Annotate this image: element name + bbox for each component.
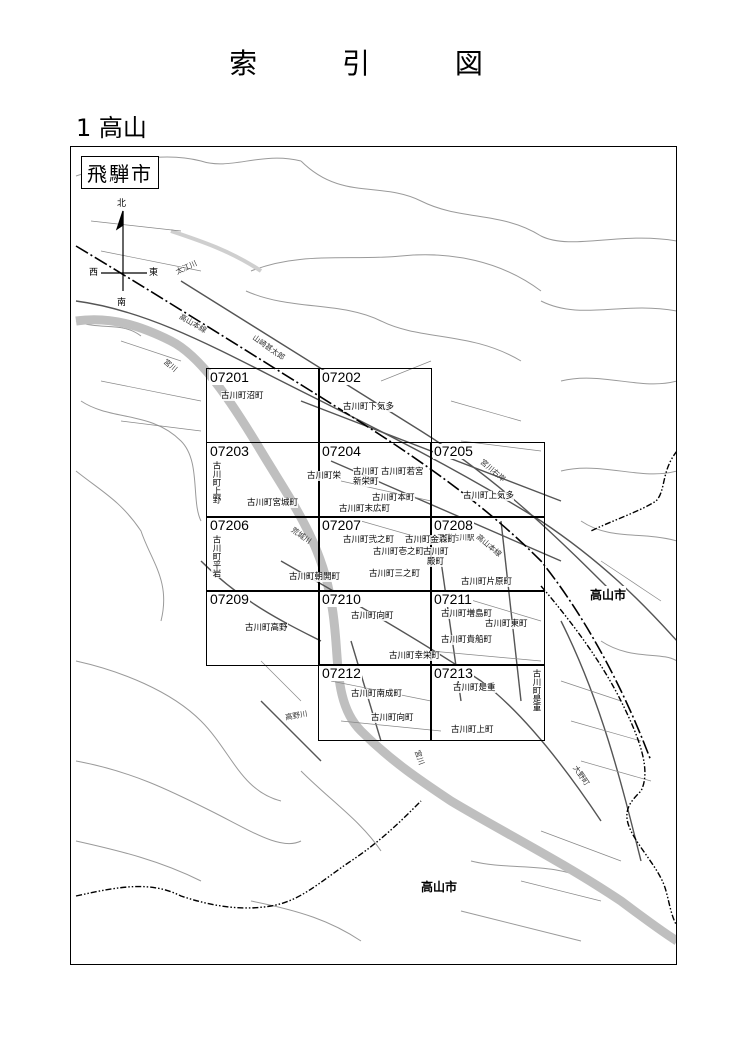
compass-north: 北 — [117, 199, 127, 209]
town-label: 古川町宮城町 — [247, 498, 299, 508]
grid-cell-07207[interactable]: 07207 古川町弐之町 古川町壱之町 古川町朝開町 古川町三之町 — [289, 516, 432, 592]
grid-cell-07204[interactable]: 07204 古川町栄 古川町 古川町若宮 新栄町 古川町本町 古川町末広町 — [307, 442, 432, 518]
town-label: 古川町是重 — [531, 669, 541, 712]
town-label: 古川町下気多 — [343, 402, 395, 412]
town-label: 古川町上気多 — [463, 491, 515, 501]
town-label: 古川町壱之町 — [373, 547, 425, 557]
town-label: 古川町上町 — [451, 725, 494, 735]
town-label: 古川町本町 — [372, 493, 415, 503]
grid-cell-07206[interactable]: 07206 古川町平岩 — [206, 516, 320, 592]
town-label: 古川町 — [423, 547, 449, 557]
compass-west: 西 — [89, 268, 99, 278]
town-label: 古川町上野 — [211, 461, 221, 504]
town-label: 古川町弐之町 — [343, 535, 395, 545]
grid-code: 07208 — [433, 517, 474, 533]
town-label: 古川町増島町 — [441, 609, 493, 619]
neighbor-city-label: 高山市 — [590, 586, 627, 603]
grid-cell-07210[interactable]: 07210 古川町向町 — [318, 590, 432, 666]
town-label: 古川町是重 — [453, 683, 496, 693]
town-label: 古川町朝開町 — [289, 572, 341, 582]
compass-lines — [101, 210, 147, 291]
town-label: 古川町東町 — [485, 619, 528, 629]
town-label: 古川町若宮 — [381, 467, 424, 477]
grid-cell-07205[interactable]: 07205 古川町上気多 — [430, 442, 545, 518]
town-label: 古川町 — [353, 467, 379, 477]
grid-cell-07211[interactable]: 07211 古川町増島町 古川町東町 古川町貴船町 古川町幸栄町 — [389, 590, 545, 666]
grid-code: 07203 — [209, 443, 250, 459]
grid-code: 07201 — [209, 369, 250, 385]
grid-code: 07212 — [321, 665, 362, 681]
page-title: 索 引 図 — [229, 47, 521, 80]
grid-cell-07203[interactable]: 07203 古川町上野 古川町宮城町 — [206, 442, 320, 518]
town-label: 古川町末広町 — [339, 504, 391, 514]
city-label: 飛騨市 — [81, 156, 159, 189]
map-background — [75, 156, 676, 945]
grid-code: 07209 — [209, 591, 250, 607]
town-label: 古川町片原町 — [461, 577, 513, 587]
grid-code: 07207 — [321, 517, 362, 533]
town-label: 古川町向町 — [351, 611, 394, 621]
grid-cell-07209[interactable]: 07209 古川町高野 — [206, 590, 320, 666]
town-label: 古川町高野 — [245, 623, 288, 633]
town-label: 古川町三之町 — [369, 569, 421, 579]
grid-cell-07213[interactable]: 07213 古川町是重 古川町上町 古川町是重 — [430, 664, 545, 741]
grid-cell-07202[interactable]: 07202 古川町下気多 — [318, 368, 432, 443]
town-label: 古川町南成町 — [351, 689, 403, 699]
grid-code: 07204 — [321, 443, 362, 459]
grid-code: 07205 — [433, 443, 474, 459]
town-label: 古川町金森町 — [405, 535, 457, 545]
grid-code: 07202 — [321, 369, 362, 385]
grid-code: 07213 — [433, 665, 474, 681]
town-label: 古川町平岩 — [211, 535, 221, 578]
town-label: 古川町栄 — [307, 471, 342, 481]
town-label: 古川町沼町 — [221, 391, 264, 401]
grid-code: 07206 — [209, 517, 250, 533]
grid-cell-07201[interactable]: 07201 古川町沼町 — [206, 368, 320, 443]
grid-cell-07212[interactable]: 07212 古川町南成町 古川町向町 — [318, 664, 432, 741]
compass-east: 東 — [149, 268, 159, 278]
section-title: 1 高山 — [76, 114, 147, 142]
town-label: 古川町貴船町 — [441, 635, 493, 645]
town-label: 新栄町 — [353, 477, 379, 487]
grid-code: 07210 — [321, 591, 362, 607]
grid-cell-07208[interactable]: 07208 古川町金森町 古川町 殿町 古川町片原町 — [405, 516, 545, 592]
town-label: 古川町幸栄町 — [389, 651, 441, 661]
neighbor-city-label: 高山市 — [421, 878, 458, 895]
town-label: 殿町 — [427, 557, 445, 567]
town-label: 古川町向町 — [371, 713, 414, 723]
grid-code: 07211 — [433, 591, 473, 607]
compass-south: 南 — [117, 298, 127, 308]
